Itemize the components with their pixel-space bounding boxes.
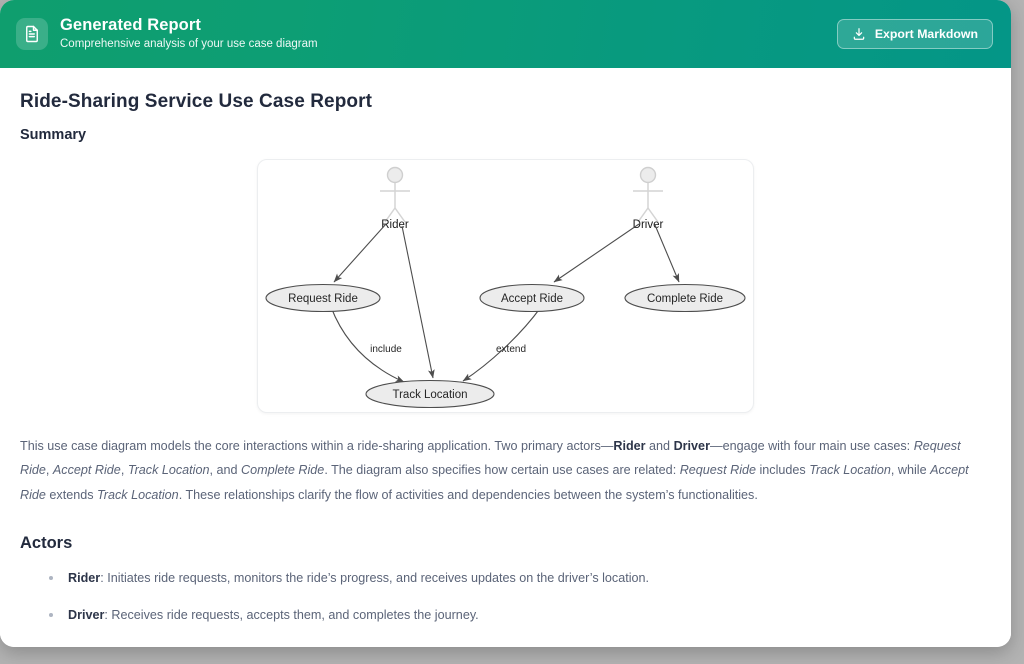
para-text: extends — [45, 487, 98, 502]
para-bold-driver: Driver — [673, 438, 710, 453]
para-text: . These relationships clarify the flow o… — [178, 487, 758, 502]
app-title: Generated Report — [60, 15, 201, 34]
edge-rider-track — [401, 225, 435, 378]
para-italic-track-location-2: Track Location — [809, 463, 891, 478]
para-italic-accept-ride: Accept Ride — [52, 463, 121, 478]
list-item: Rider: Initiates ride requests, monitors… — [49, 569, 991, 588]
use-case-accept-ride-label: Accept Ride — [501, 293, 563, 305]
export-markdown-label: Export Markdown — [874, 27, 978, 41]
list-item: Driver: Receives ride requests, accepts … — [49, 606, 991, 625]
para-text: and — [645, 438, 674, 453]
actor-rider: Rider — [380, 166, 410, 231]
actor-driver-head — [639, 166, 657, 183]
actor-driver-leg-right — [647, 207, 659, 222]
use-case-track-location[interactable]: Track Location — [365, 379, 495, 408]
actors-list: Rider: Initiates ride requests, monitors… — [20, 569, 991, 625]
app-subtitle: Comprehensive analysis of your use case … — [60, 38, 318, 51]
use-case-track-location-shape — [365, 379, 495, 408]
diagram-edges — [330, 223, 680, 383]
actor-name: Rider — [68, 570, 101, 585]
para-italic-track-location-3: Track Location — [97, 487, 179, 502]
para-italic-complete-ride: Complete Ride — [241, 463, 325, 478]
para-text: , and — [209, 463, 241, 478]
para-text: , — [45, 463, 53, 478]
download-icon — [852, 27, 866, 41]
edge-rider-request — [333, 223, 387, 282]
use-case-request-ride-shape — [265, 283, 381, 312]
actor-rider-leg-right — [394, 207, 406, 222]
use-case-complete-ride-shape — [624, 283, 746, 312]
diagram-svg: Rider Driver — [265, 166, 746, 408]
edge-label-extend: extend — [496, 344, 526, 355]
para-text: . The diagram also specifies how certain… — [324, 463, 680, 478]
edge-label-include: include — [370, 344, 402, 355]
edge-accept-track — [462, 306, 542, 381]
page-title: Ride-Sharing Service Use Case Report — [20, 91, 373, 112]
actor-driver-leg-left — [637, 207, 649, 222]
actor-rider-head — [386, 166, 404, 183]
edge-driver-accept — [553, 223, 640, 282]
para-text: —engage with four main use cases: — [709, 438, 914, 453]
summary-paragraph: This use case diagram models the core in… — [20, 434, 991, 508]
summary-heading: Summary — [20, 126, 87, 143]
use-case-accept-ride[interactable]: Accept Ride — [479, 283, 585, 312]
actor-driver: Driver — [633, 166, 663, 231]
use-case-request-ride-label: Request Ride — [288, 293, 358, 305]
document-icon — [16, 18, 48, 50]
actors-heading: Actors — [20, 534, 73, 553]
actor-rider-leg-left — [384, 207, 396, 222]
use-case-accept-ride-shape — [479, 283, 585, 312]
para-text: includes — [756, 463, 810, 478]
actor-description: Receives ride requests, accepts them, an… — [111, 607, 479, 622]
para-italic-track-location: Track Location — [127, 463, 210, 478]
use-case-complete-ride[interactable]: Complete Ride — [624, 283, 746, 312]
export-markdown-button[interactable]: Export Markdown — [836, 19, 993, 49]
para-bold-rider: Rider — [613, 438, 646, 453]
report-content: Ride-Sharing Service Use Case Report Sum… — [0, 68, 1011, 647]
para-italic-request-ride-2: Request Ride — [679, 463, 756, 478]
report-window: Generated Report Comprehensive analysis … — [0, 0, 1011, 647]
use-case-complete-ride-label: Complete Ride — [647, 293, 723, 305]
use-case-request-ride[interactable]: Request Ride — [265, 283, 381, 312]
use-case-track-location-label: Track Location — [393, 389, 468, 401]
actor-separator: : — [100, 570, 108, 585]
actor-name: Driver — [68, 607, 105, 622]
edge-request-track — [330, 306, 405, 383]
app-header: Generated Report Comprehensive analysis … — [0, 0, 1011, 68]
para-text: , — [120, 463, 128, 478]
diagram-wrapper: Rider Driver — [20, 158, 991, 413]
actor-description: Initiates ride requests, monitors the ri… — [107, 570, 650, 585]
para-italic-request-ride: Request Ride — [20, 438, 961, 478]
use-case-diagram: Rider Driver — [257, 158, 754, 413]
actor-separator: : — [104, 607, 112, 622]
para-text: , while — [890, 463, 931, 478]
header-text-group: Generated Report Comprehensive analysis … — [60, 15, 837, 53]
para-italic-accept-ride-2: Accept Ride — [20, 463, 969, 502]
para-text: This use case diagram models the core in… — [20, 438, 614, 453]
edge-driver-complete — [654, 224, 680, 282]
